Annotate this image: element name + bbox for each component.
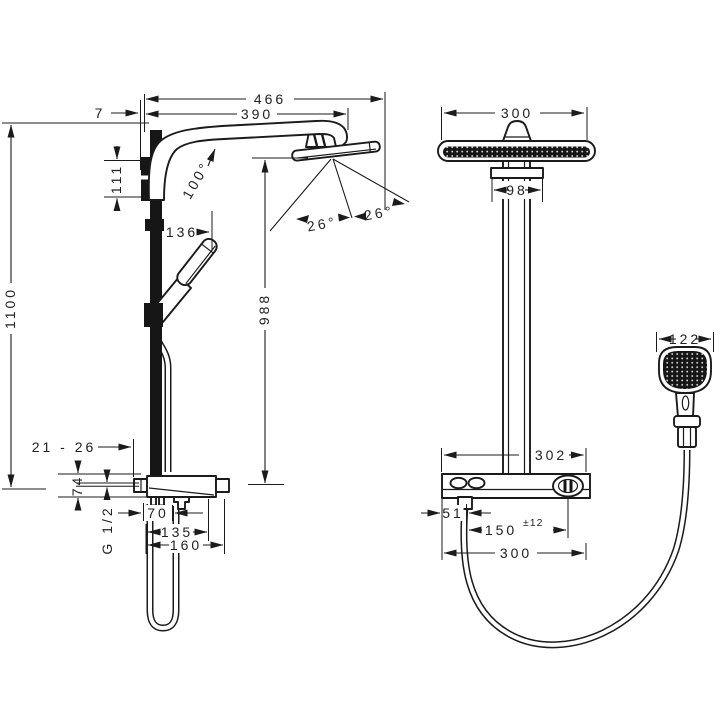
riser-pipe-front	[502, 158, 531, 476]
dim-inlet-spacing: 70	[147, 505, 169, 521]
temperature-dial[interactable]	[552, 474, 584, 498]
overhead-shower-side	[291, 140, 381, 162]
pipe-bracket	[490, 167, 544, 179]
shower-hose-front	[457, 449, 691, 649]
spray-angle-arrow	[338, 213, 350, 222]
side-view-figure: 26° 26° 100°	[2, 91, 410, 632]
dim-hand-shower-width: 122	[669, 331, 701, 347]
arm-angle-label: 100°	[179, 158, 213, 201]
spray-angle-arrow	[354, 212, 366, 221]
valve-knob-side	[215, 478, 230, 493]
dim-valve-width-outer: 160	[170, 537, 202, 553]
dim-arm-reach: 390	[241, 106, 273, 122]
dim-valve-span: 300	[500, 545, 532, 561]
side-view-dimensions: 466 390 7 111 136 1100	[2, 91, 386, 555]
dim-hose-offset: 51	[442, 505, 464, 521]
front-view-dimensions: 300 98 302 122 51	[421, 105, 714, 561]
joint-hatch	[312, 133, 319, 147]
spray-angle-arrow	[296, 215, 309, 223]
dim-head-height: 988	[256, 293, 272, 325]
hand-shower-side	[144, 237, 218, 327]
hose-loop-side	[146, 504, 180, 632]
spray-angle-right-label: 26°	[363, 203, 395, 224]
dim-total-height: 1100	[2, 287, 18, 329]
shower-knob-front	[502, 120, 532, 142]
shower-arm	[147, 119, 348, 201]
spray-angle-arrow	[392, 198, 405, 206]
dim-connection-thread: G 1/2	[99, 505, 115, 554]
dim-valve-width: 302	[535, 447, 567, 463]
dim-valve-height: 74	[69, 475, 85, 497]
spray-cone-side: 26° 26°	[269, 158, 410, 235]
overhead-shower-front	[437, 120, 596, 179]
dim-wall-distance: 21 - 26	[32, 439, 97, 455]
spray-angle-left-label: 26°	[306, 214, 338, 235]
bar-holder-block	[145, 219, 164, 231]
hose-nut	[677, 426, 697, 448]
thermostat-valve-side	[133, 475, 230, 510]
thermostat-valve-front	[441, 473, 591, 499]
arm-angle-annotation: 100°	[179, 148, 216, 202]
dim-head-width: 300	[501, 105, 533, 121]
hose-outlet-stub-side	[173, 496, 190, 510]
dim-valve-width-inner: 135	[161, 524, 193, 540]
dim-dial-tolerance: ±12	[523, 517, 543, 529]
front-view-figure: 300 98 302 122 51	[421, 105, 714, 649]
joint-hatch	[320, 133, 327, 147]
dim-bracket-height: 111	[108, 164, 124, 194]
dim-total-width: 466	[254, 91, 286, 107]
dim-holder-offset: 136	[166, 224, 198, 240]
select-button[interactable]	[467, 476, 486, 490]
hand-shower-front	[658, 346, 712, 448]
dim-bracket-width: 98	[506, 182, 528, 198]
select-button[interactable]	[449, 476, 468, 490]
dim-wall-offset: 7	[95, 105, 106, 121]
dim-dial-offset: 150	[485, 522, 517, 538]
hand-shower-holder	[144, 303, 163, 327]
shower-arm-assembly-side	[147, 119, 381, 201]
